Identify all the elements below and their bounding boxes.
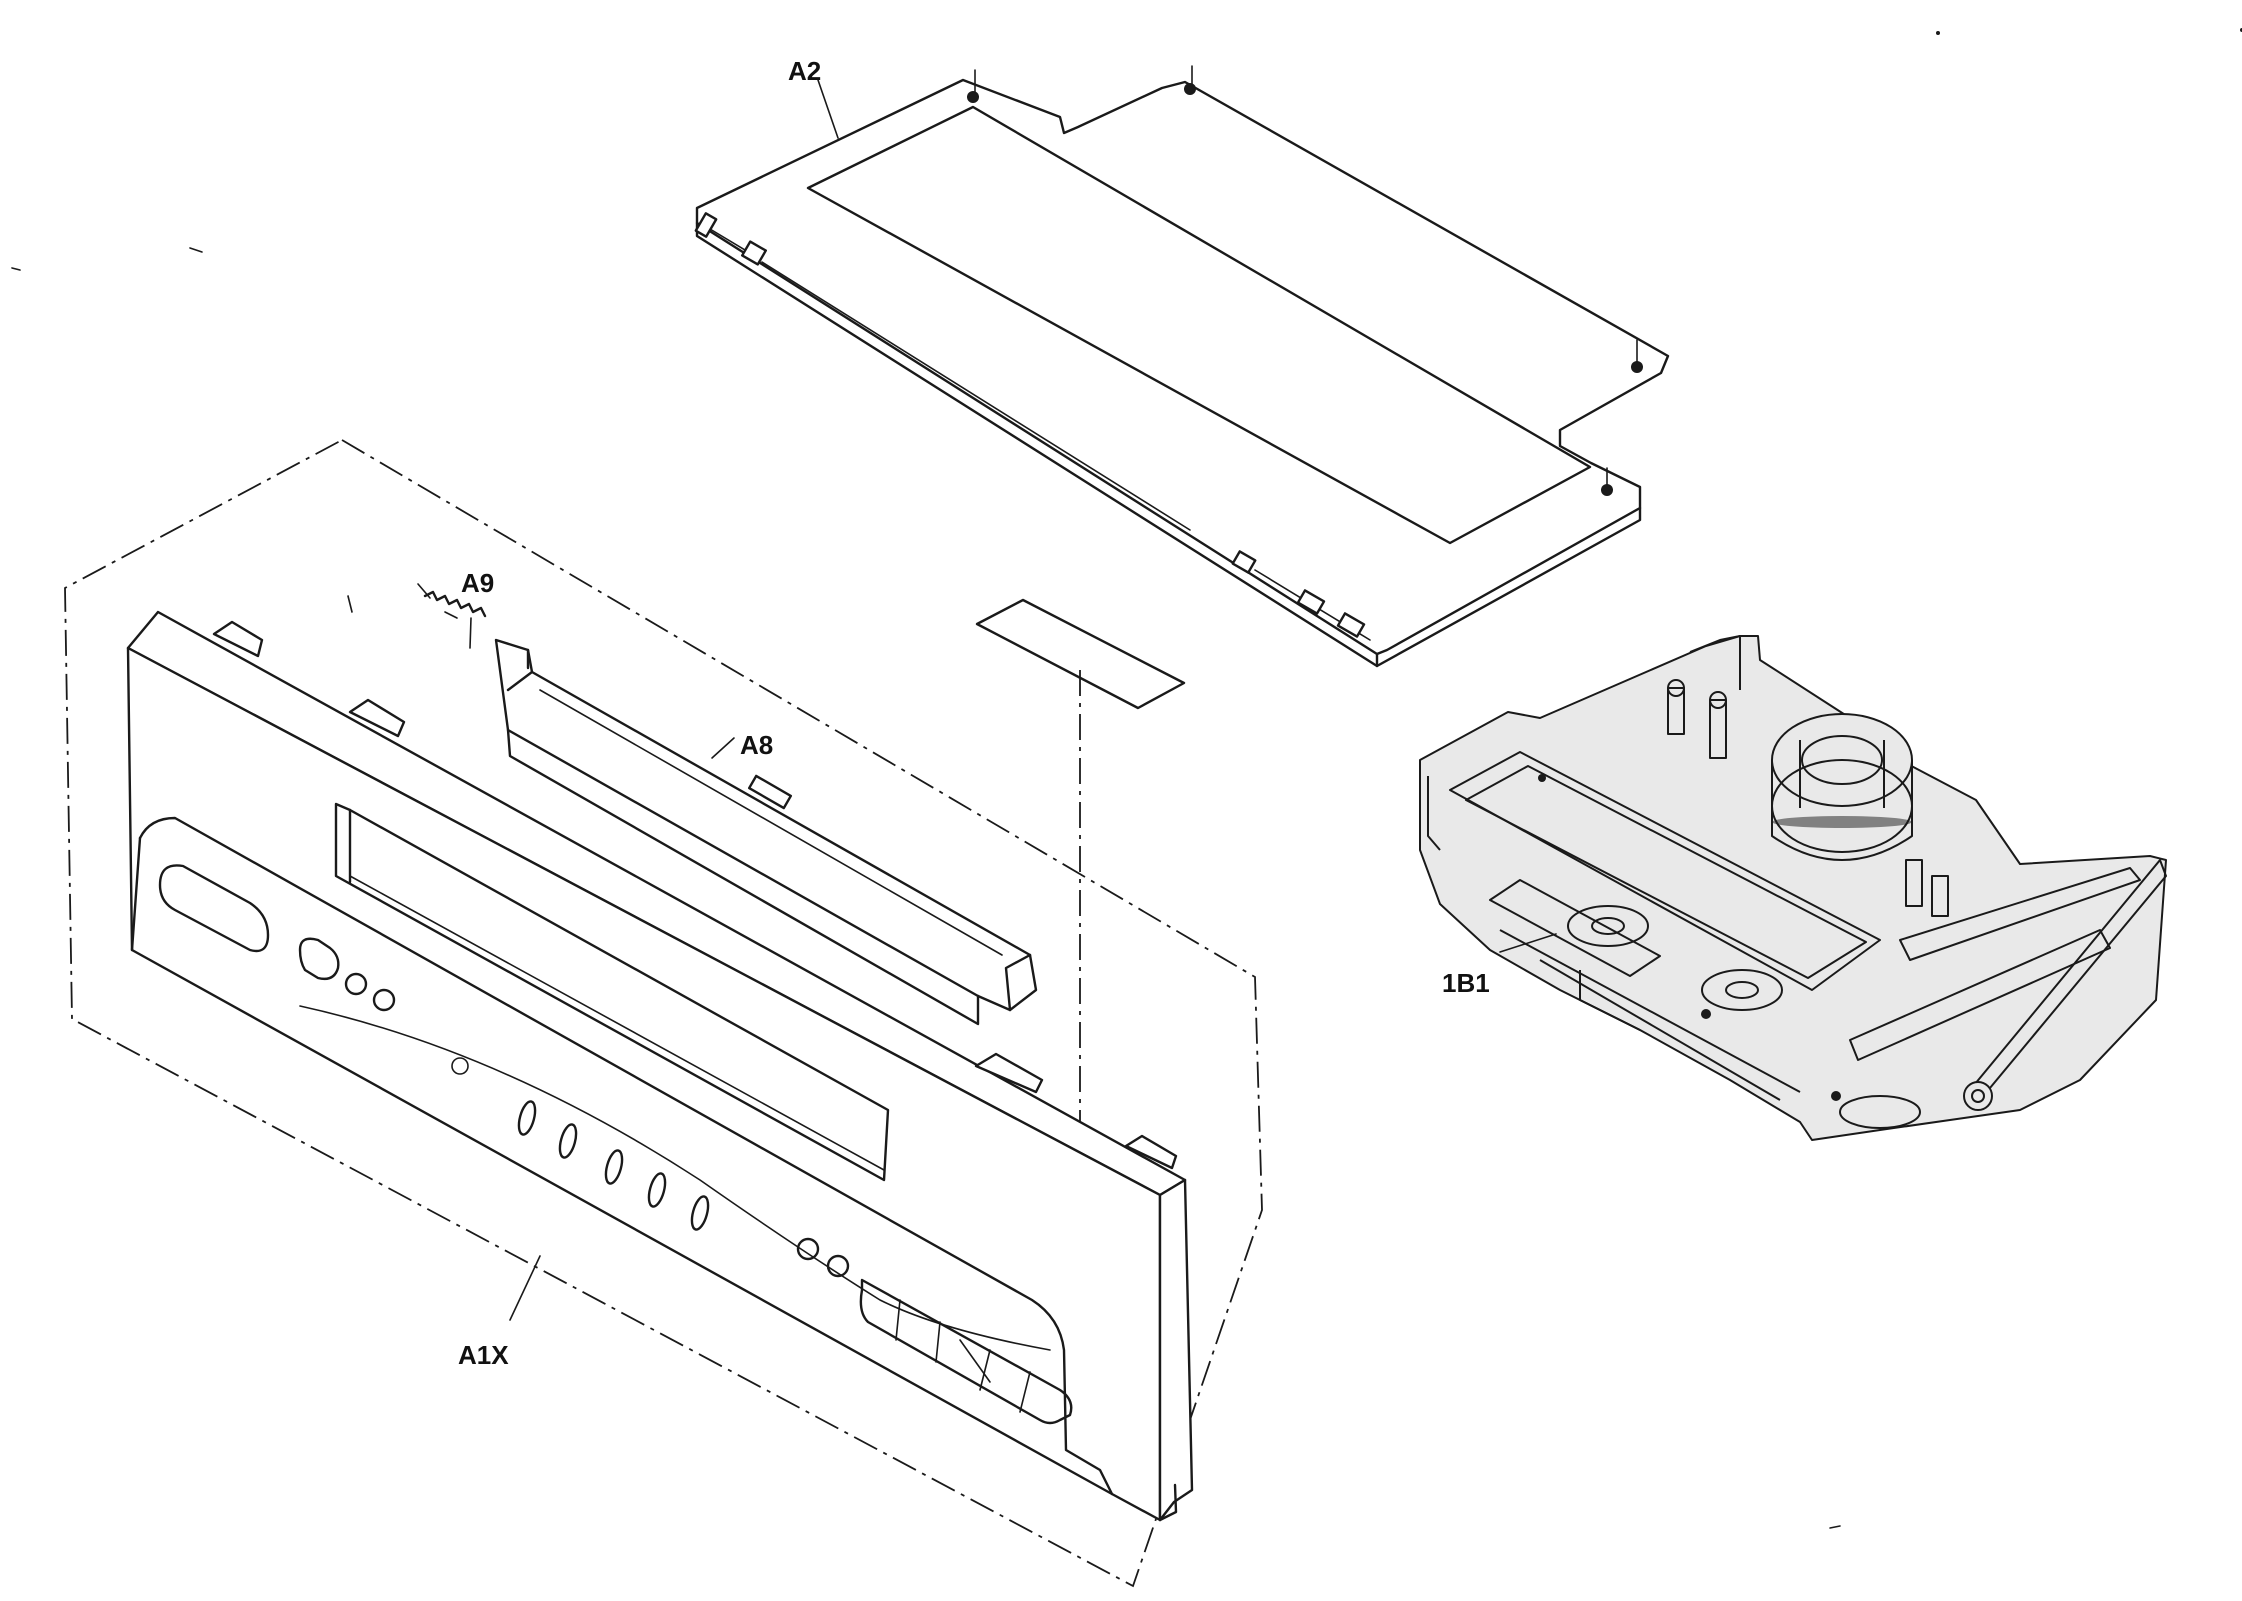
label-a2: A2 bbox=[788, 56, 821, 86]
label-a8: A8 bbox=[740, 730, 773, 760]
label-a9: A9 bbox=[461, 568, 494, 598]
scan-specks bbox=[11, 28, 2242, 1529]
label-1b1: 1B1 bbox=[1442, 968, 1490, 998]
part-a9-spring bbox=[347, 583, 487, 649]
part-a2-top-cover bbox=[694, 65, 1670, 668]
label-a1x: A1X bbox=[458, 1340, 509, 1370]
part-1b1-deck-mechanism bbox=[1419, 635, 2167, 1141]
label-plate bbox=[975, 598, 1186, 710]
front-panel-alignment-box bbox=[64, 438, 1263, 1588]
part-a8-door bbox=[494, 638, 1038, 1026]
part-a1x-front-panel bbox=[126, 610, 1194, 1522]
